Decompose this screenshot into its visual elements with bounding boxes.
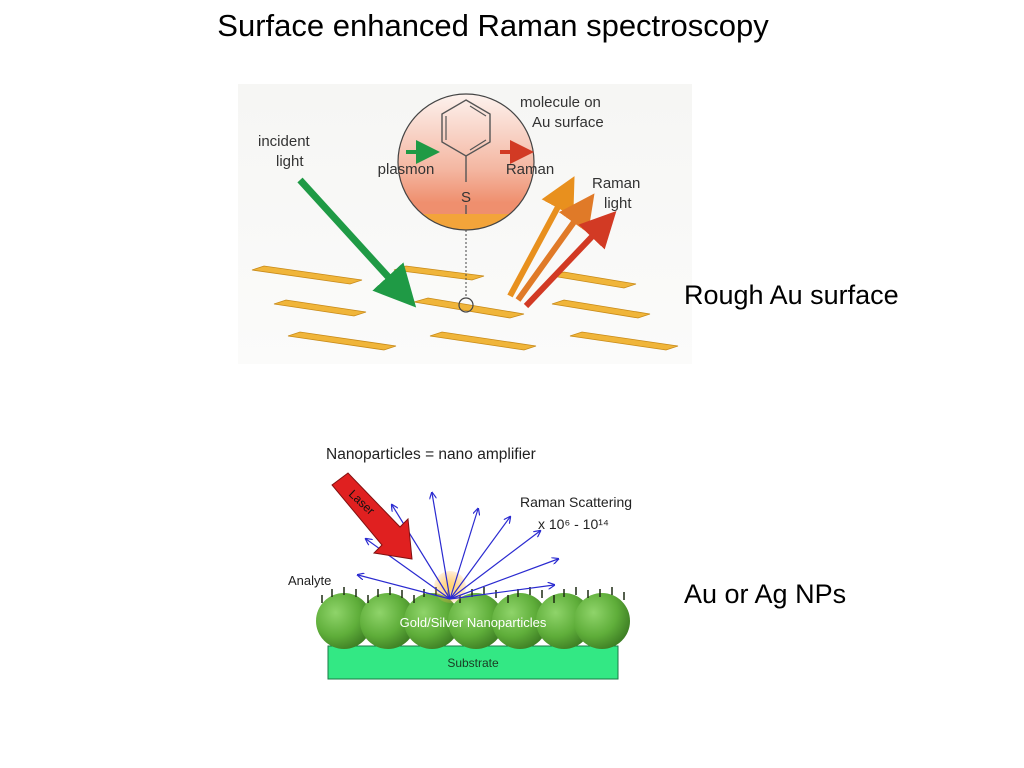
raman-scattering-label: Raman Scattering [520, 494, 632, 510]
nanoparticle [492, 593, 548, 649]
enhancement-factor-label: x 10⁶ - 10¹⁴ [538, 516, 609, 532]
incident-light-label: incident light [258, 133, 314, 170]
raman-light-arrow-icon [515, 193, 595, 302]
gold-plate [551, 299, 651, 319]
nanoparticle [448, 593, 504, 649]
incident-light-arrow-icon [297, 177, 417, 308]
magnifier-target [458, 297, 474, 313]
gold-plate [287, 331, 397, 351]
nanoparticle [360, 593, 416, 649]
nanoparticles-side-label: Au or Ag NPs [684, 579, 847, 609]
nanoparticle [316, 593, 372, 649]
gold-plate [569, 331, 679, 351]
gold-plate [413, 297, 525, 319]
laser-arrow-icon: Laser [331, 472, 413, 560]
nanoparticle [574, 593, 630, 649]
substrate-layer [327, 645, 619, 680]
page-title: Surface enhanced Raman spectroscopy [217, 8, 769, 43]
gold-plate [429, 331, 537, 351]
hot-spot-glow [434, 571, 466, 603]
nanoparticle-row [316, 593, 630, 649]
rough-au-surface-label: Rough Au surface [684, 280, 899, 310]
raman-scattering-rays [358, 493, 558, 600]
sulfur-label: S [461, 189, 471, 206]
nanoparticle [404, 593, 460, 649]
raman-light-arrow-icon [523, 210, 617, 309]
raman-light-label: Raman light [592, 175, 645, 212]
gold-plate [273, 299, 367, 317]
raman-label: Raman [506, 161, 554, 178]
rough-surface-diagram: S plasmon Raman incident light molecule … [238, 84, 692, 364]
gold-plates [251, 265, 679, 351]
raman-light-arrow-icon [507, 176, 575, 298]
gold-plate [251, 265, 363, 285]
nano-amplifier-heading: Nanoparticles = nano amplifier [326, 446, 536, 463]
analyte-label: Analyte [288, 573, 331, 588]
plasmon-label: plasmon [378, 161, 435, 178]
nanoparticles-label: Gold/Silver Nanoparticles [400, 615, 547, 630]
molecule-label: molecule on Au surface [520, 94, 605, 131]
nanoparticle-diagram: Nanoparticles = nano amplifier Substrate… [288, 446, 632, 680]
substrate-label: Substrate [447, 656, 499, 670]
